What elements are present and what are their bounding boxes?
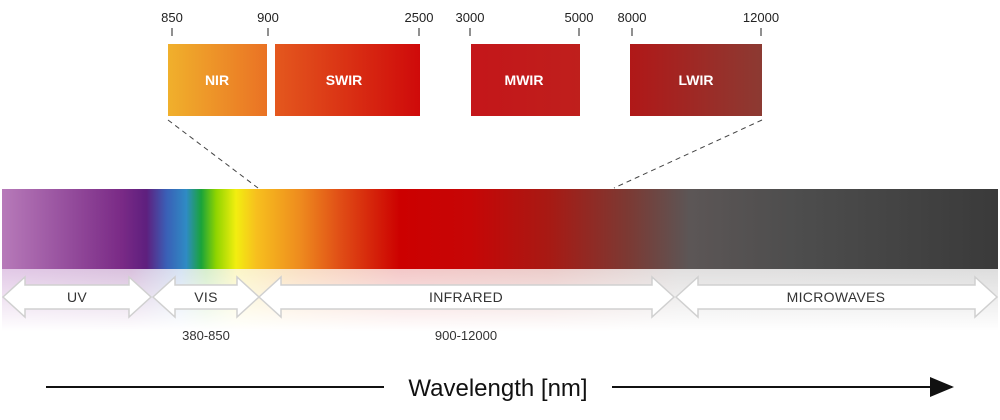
band-nir-label: NIR [205, 72, 229, 88]
tick-label-8000: 8000 [618, 10, 647, 25]
band-mwir: MWIR [471, 44, 580, 116]
region-label-infrared: INFRARED [429, 289, 503, 305]
tick-label-850: 850 [161, 10, 183, 25]
region-arrows: UV VIS INFRARED MICROWAVES [1, 275, 999, 319]
zoom-line-right [613, 119, 763, 189]
infrared-bands: NIR SWIR MWIR LWIR [168, 44, 762, 116]
axis-title: Wavelength [nm] [408, 375, 587, 402]
region-label-microwaves: MICROWAVES [787, 289, 886, 305]
zoom-line-left [167, 119, 259, 189]
band-swir: SWIR [275, 44, 420, 116]
uv-arrow [1, 275, 153, 319]
tick-label-3000: 3000 [456, 10, 485, 25]
vis-range-label: 380-850 [182, 328, 230, 343]
band-mwir-box [471, 44, 580, 116]
band-nir-box [168, 44, 267, 116]
band-swir-label: SWIR [326, 72, 363, 88]
band-nir: NIR [168, 44, 267, 116]
infrared-arrow [257, 275, 676, 319]
band-lwir: LWIR [630, 44, 762, 116]
region-label-uv: UV [67, 289, 87, 305]
tick-label-5000: 5000 [565, 10, 594, 25]
tick-label-12000: 12000 [743, 10, 779, 25]
band-scale: 850 900 2500 3000 5000 8000 12000 [161, 10, 779, 36]
infrared-range-label: 900-12000 [435, 328, 497, 343]
tick-label-2500: 2500 [405, 10, 434, 25]
region-label-vis: VIS [194, 289, 217, 305]
tick-label-900: 900 [257, 10, 279, 25]
band-swir-box [275, 44, 420, 116]
spectrum-bar [2, 189, 998, 269]
band-lwir-label: LWIR [679, 72, 714, 88]
microwaves-arrow [674, 275, 999, 319]
band-mwir-label: MWIR [505, 72, 544, 88]
wavelength-axis: Wavelength [nm] [46, 375, 954, 402]
band-lwir-box [630, 44, 762, 116]
